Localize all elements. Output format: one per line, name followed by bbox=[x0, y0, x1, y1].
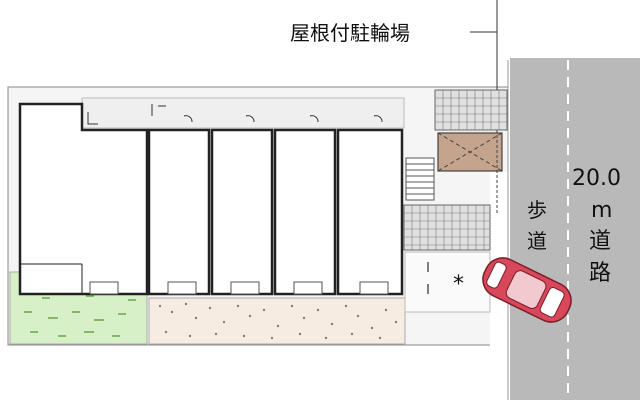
stairs bbox=[405, 157, 435, 201]
sidewalk-label-1: 歩 bbox=[527, 198, 547, 222]
sidewalk-label-2: 道 bbox=[527, 229, 547, 253]
unit-3 bbox=[210, 128, 274, 296]
road-width-unit: m bbox=[591, 198, 612, 223]
unit-4 bbox=[273, 128, 337, 296]
door-swings bbox=[87, 104, 383, 125]
road-width-value: 20.0 bbox=[572, 166, 621, 191]
bicycle-parking-label: 屋根付駐輪場 bbox=[290, 21, 410, 45]
marker-symbol: * bbox=[453, 272, 464, 297]
grating-bottom bbox=[403, 204, 491, 251]
car bbox=[482, 257, 572, 323]
unit-2 bbox=[147, 128, 211, 296]
road-label-2: 路 bbox=[589, 261, 611, 286]
grating-top bbox=[434, 89, 508, 131]
road-label-1: 道 bbox=[589, 229, 611, 254]
apartment-units bbox=[147, 128, 404, 296]
bicycle-parking bbox=[437, 130, 503, 213]
entrance-walkway bbox=[404, 251, 491, 313]
road bbox=[510, 58, 640, 400]
rear-corridor bbox=[81, 97, 405, 129]
unit-5 bbox=[336, 128, 404, 296]
building bbox=[18, 102, 149, 296]
gravel-texture bbox=[158, 302, 398, 340]
gravel-area bbox=[148, 297, 406, 345]
